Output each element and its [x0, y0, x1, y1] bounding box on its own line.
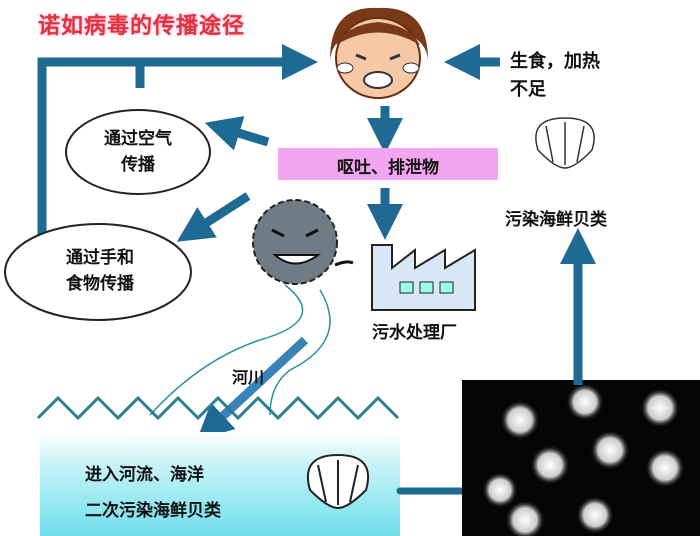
sick-person-face-icon — [330, 7, 428, 99]
river-stream — [149, 284, 331, 416]
airborne-label: 通过空气 传播 — [68, 126, 208, 178]
hands-food-bubble — [4, 223, 192, 321]
airborne-line-1: 通过空气 — [104, 129, 172, 149]
arrow-to-airborne — [204, 116, 270, 151]
secondary-contamination-label: 二次污染海鲜贝类 — [85, 501, 221, 521]
diagram-title: 诺如病毒的传播途径 — [38, 14, 246, 39]
enter-river-sea-label: 进入河流、海洋 — [85, 465, 204, 485]
contaminated-shellfish-label: 污染海鲜贝类 — [505, 210, 607, 230]
shellfish-icon — [535, 117, 595, 169]
sewage-plant-icon — [371, 244, 476, 311]
virus-character-icon — [252, 199, 354, 285]
sewage-plant-label: 污水处理厂 — [372, 323, 457, 343]
raw-food-line-2: 不足 — [510, 79, 546, 100]
airborne-bubble — [65, 109, 211, 195]
arrow-to-hands-food — [176, 192, 251, 242]
airborne-line-2: 传播 — [121, 155, 155, 175]
raw-food-label: 生食，加热 不足 — [510, 48, 600, 104]
river-label: 河川 — [232, 368, 265, 387]
shell-icon — [306, 453, 370, 510]
vomit-box — [278, 148, 498, 180]
virus-micrograph — [462, 380, 700, 536]
hands-food-line-1: 通过手和 — [66, 248, 134, 268]
river-arrow — [196, 336, 309, 441]
raw-food-line-1: 生食，加热 — [510, 51, 600, 72]
return-loop-arrow — [37, 44, 318, 252]
vomit-label: 呕吐、排泄物 — [337, 158, 439, 178]
hands-food-line-2: 食物传播 — [66, 274, 134, 294]
wave-line — [36, 395, 400, 421]
hands-food-label: 通过手和 食物传播 — [30, 245, 170, 297]
